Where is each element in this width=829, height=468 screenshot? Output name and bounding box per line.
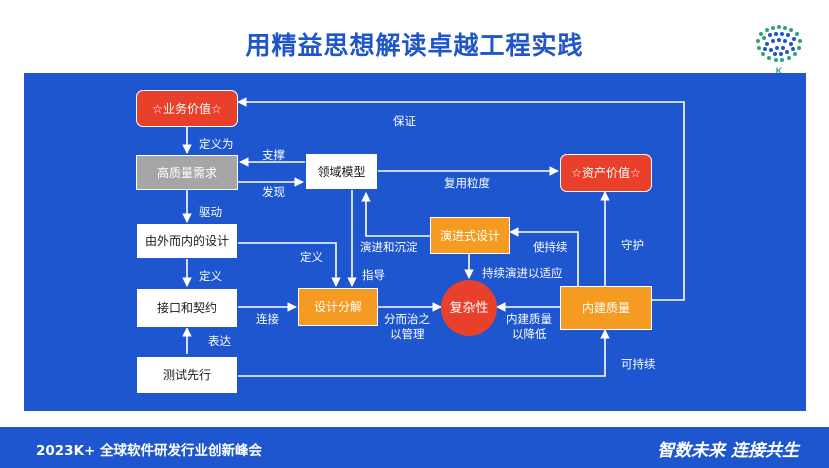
footer-bar: 2023K+ 全球软件研发行业创新峰会 智数未来 连接共生 (0, 427, 829, 468)
label-reuse-granularity: 复用粒度 (444, 176, 490, 190)
node-business-value: ☆业务价值☆ (136, 90, 238, 127)
label-builtin-quality-edge: 内建质量 (506, 312, 552, 326)
label-keep-sustaining: 使持续 (533, 240, 568, 254)
label-guard: 守护 (621, 238, 644, 252)
label-define-as: 定义为 (199, 137, 234, 151)
footer-event: 2023K+ 全球软件研发行业创新峰会 (36, 443, 263, 459)
node-built-in-quality: 内建质量 (560, 286, 652, 330)
node-hq-requirements: 高质量需求 (136, 155, 238, 190)
page-title: 用精益思想解读卓越工程实践 (245, 31, 584, 60)
edge-outside-in-to-design (238, 242, 341, 287)
label-express: 表达 (208, 334, 231, 348)
node-evolutionary-design: 演进式设计 (430, 217, 510, 254)
label-evolve-settle: 演进和沉淀 (360, 240, 418, 254)
node-complexity: 复杂性 (441, 280, 497, 336)
node-design-decomposition: 设计分解 (298, 288, 378, 326)
label-to-manage: 以管理 (390, 327, 425, 341)
label-divide-conquer: 分而治之 (384, 312, 430, 326)
label-connect: 连接 (256, 312, 279, 326)
label-continuous-adapt: 持续演进以适应 (482, 266, 563, 280)
node-interface-contract: 接口和契约 (136, 288, 238, 328)
label-to-reduce: 以降低 (512, 327, 547, 341)
label-sustainable: 可持续 (621, 357, 656, 371)
edge-evo-to-domain (361, 192, 430, 237)
label-define-2: 定义 (199, 269, 222, 283)
node-outside-in-design: 由外而内的设计 (136, 223, 238, 259)
footer-slogan: 智数未来 连接共生 (657, 441, 799, 461)
k-plus-logo: K (749, 20, 809, 76)
edge-builtin-to-business (237, 97, 685, 301)
label-support: 支撑 (262, 148, 285, 162)
label-guarantee: 保证 (393, 114, 416, 128)
label-drive: 驱动 (199, 205, 222, 219)
node-domain-model: 领域模型 (305, 153, 378, 190)
label-guide: 指导 (362, 268, 385, 282)
edge-builtin-to-evo (509, 227, 579, 286)
node-asset-value: ☆资产价值☆ (560, 154, 652, 192)
edge-test-to-builtin (238, 329, 610, 377)
node-test-first: 测试先行 (136, 356, 238, 394)
label-define: 定义 (300, 250, 323, 264)
label-discover: 发现 (262, 185, 285, 199)
logo-letter: K (776, 66, 783, 76)
